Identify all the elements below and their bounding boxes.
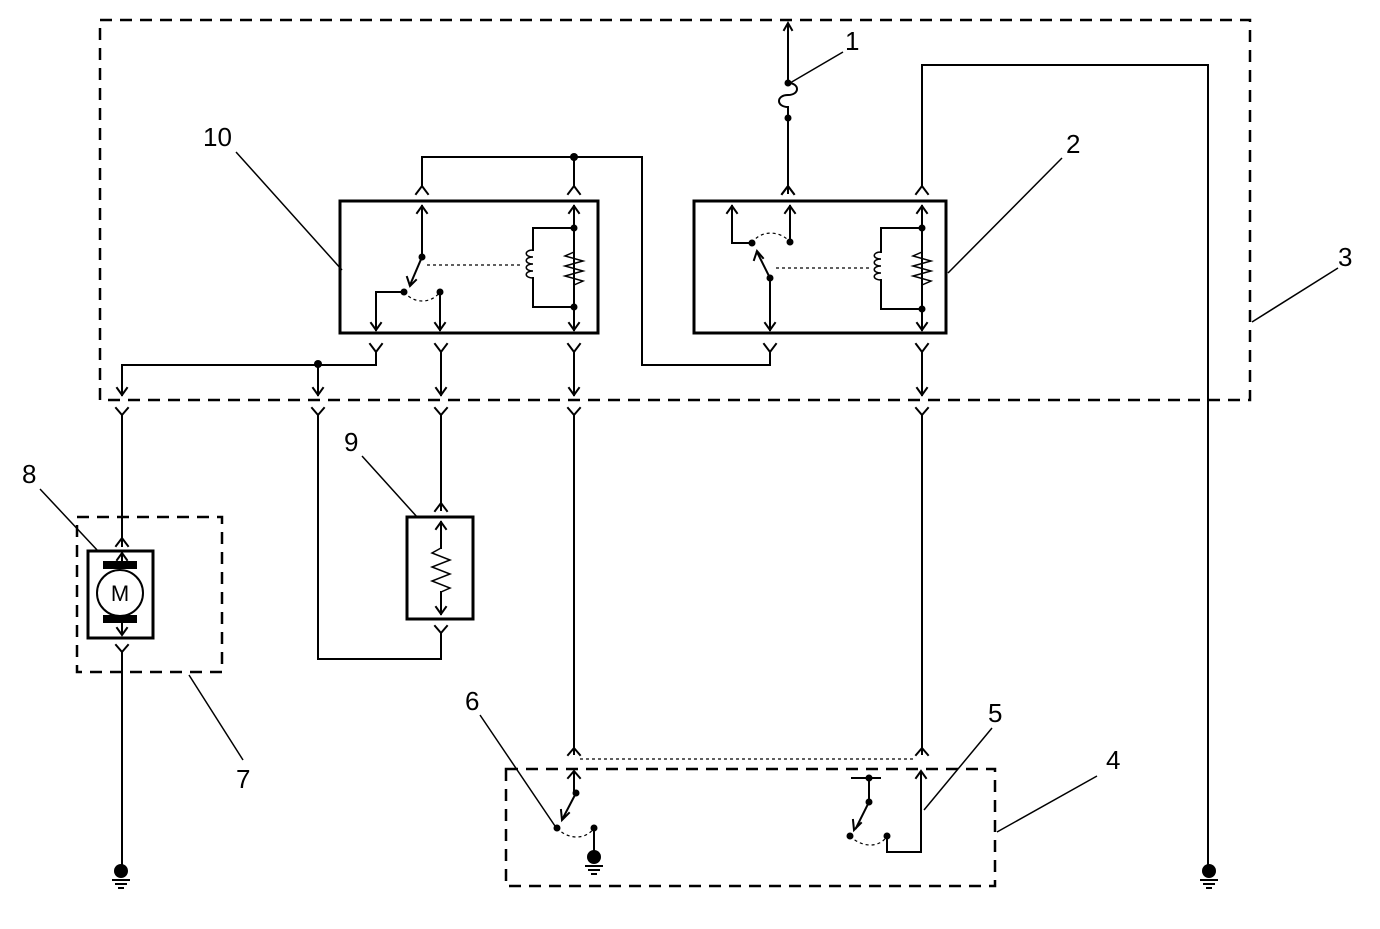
resistor-icon (317, 414, 453, 660)
motor-symbol: M (111, 581, 129, 606)
callout-labels: 1 2 3 4 5 6 7 8 9 10 (22, 26, 1352, 794)
fuse-icon (778, 20, 798, 196)
ground-icon (112, 864, 130, 889)
callout-9: 9 (344, 427, 358, 457)
leader-lines (39, 51, 1339, 833)
module-3-outline (98, 18, 1252, 402)
resistor-9-box (405, 515, 475, 621)
callout-3: 3 (1338, 242, 1352, 272)
callout-6: 6 (465, 686, 479, 716)
switch-4-outline (504, 767, 997, 888)
relay-2-box (692, 199, 948, 335)
switch-icon (553, 769, 928, 875)
harness-connectors (114, 406, 930, 417)
motor-icon: M (86, 414, 155, 869)
ground-icon (1200, 864, 1218, 889)
relay-10-internals (368, 184, 586, 354)
assembly-7-outline (75, 515, 224, 674)
relay-10-box (338, 199, 600, 335)
callout-10: 10 (203, 122, 232, 152)
module-3-wiring (115, 64, 1209, 871)
callout-5: 5 (988, 698, 1002, 728)
callout-4: 4 (1106, 745, 1120, 775)
callout-7: 7 (236, 764, 250, 794)
relay-2-internals (725, 184, 934, 354)
callout-1: 1 (845, 26, 859, 56)
callout-2: 2 (1066, 129, 1080, 159)
callout-8: 8 (22, 459, 36, 489)
